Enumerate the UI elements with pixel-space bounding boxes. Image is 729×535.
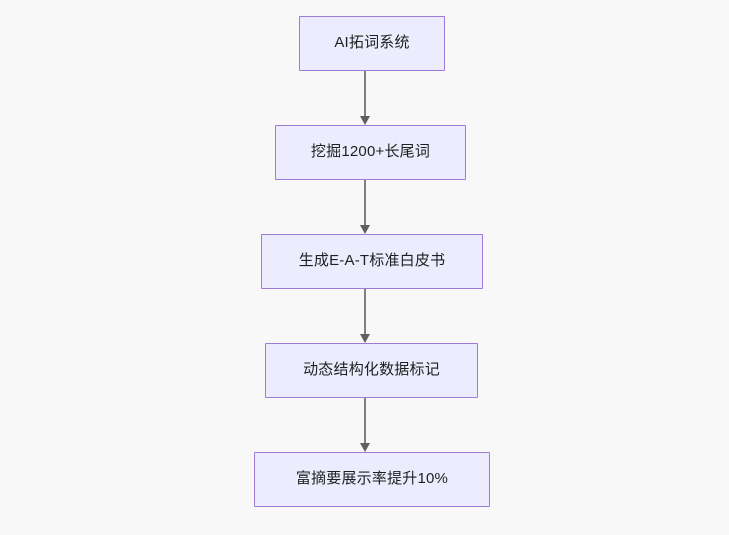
edge-node4-to-node5 — [359, 398, 371, 452]
edge-node3-to-node4 — [359, 289, 371, 343]
flow-node-rich-snippet-impression-uplift[interactable]: 富摘要展示率提升10% — [254, 452, 490, 507]
flow-node-generate-eat-whitepaper[interactable]: 生成E-A-T标准白皮书 — [261, 234, 483, 289]
flow-node-ai-keyword-expansion-system[interactable]: AI拓词系统 — [299, 16, 445, 71]
flow-node-label: 挖掘1200+长尾词 — [310, 143, 431, 161]
flow-node-label: 生成E-A-T标准白皮书 — [298, 252, 446, 270]
flow-node-label: 富摘要展示率提升10% — [295, 470, 449, 488]
edge-node2-to-node3 — [359, 180, 371, 234]
edge-node1-to-node2 — [359, 71, 371, 125]
flow-node-mine-longtail-keywords[interactable]: 挖掘1200+长尾词 — [275, 125, 466, 180]
flow-node-dynamic-structured-data-markup[interactable]: 动态结构化数据标记 — [265, 343, 478, 398]
flow-node-label: AI拓词系统 — [334, 34, 410, 52]
flow-node-label: 动态结构化数据标记 — [303, 361, 440, 379]
